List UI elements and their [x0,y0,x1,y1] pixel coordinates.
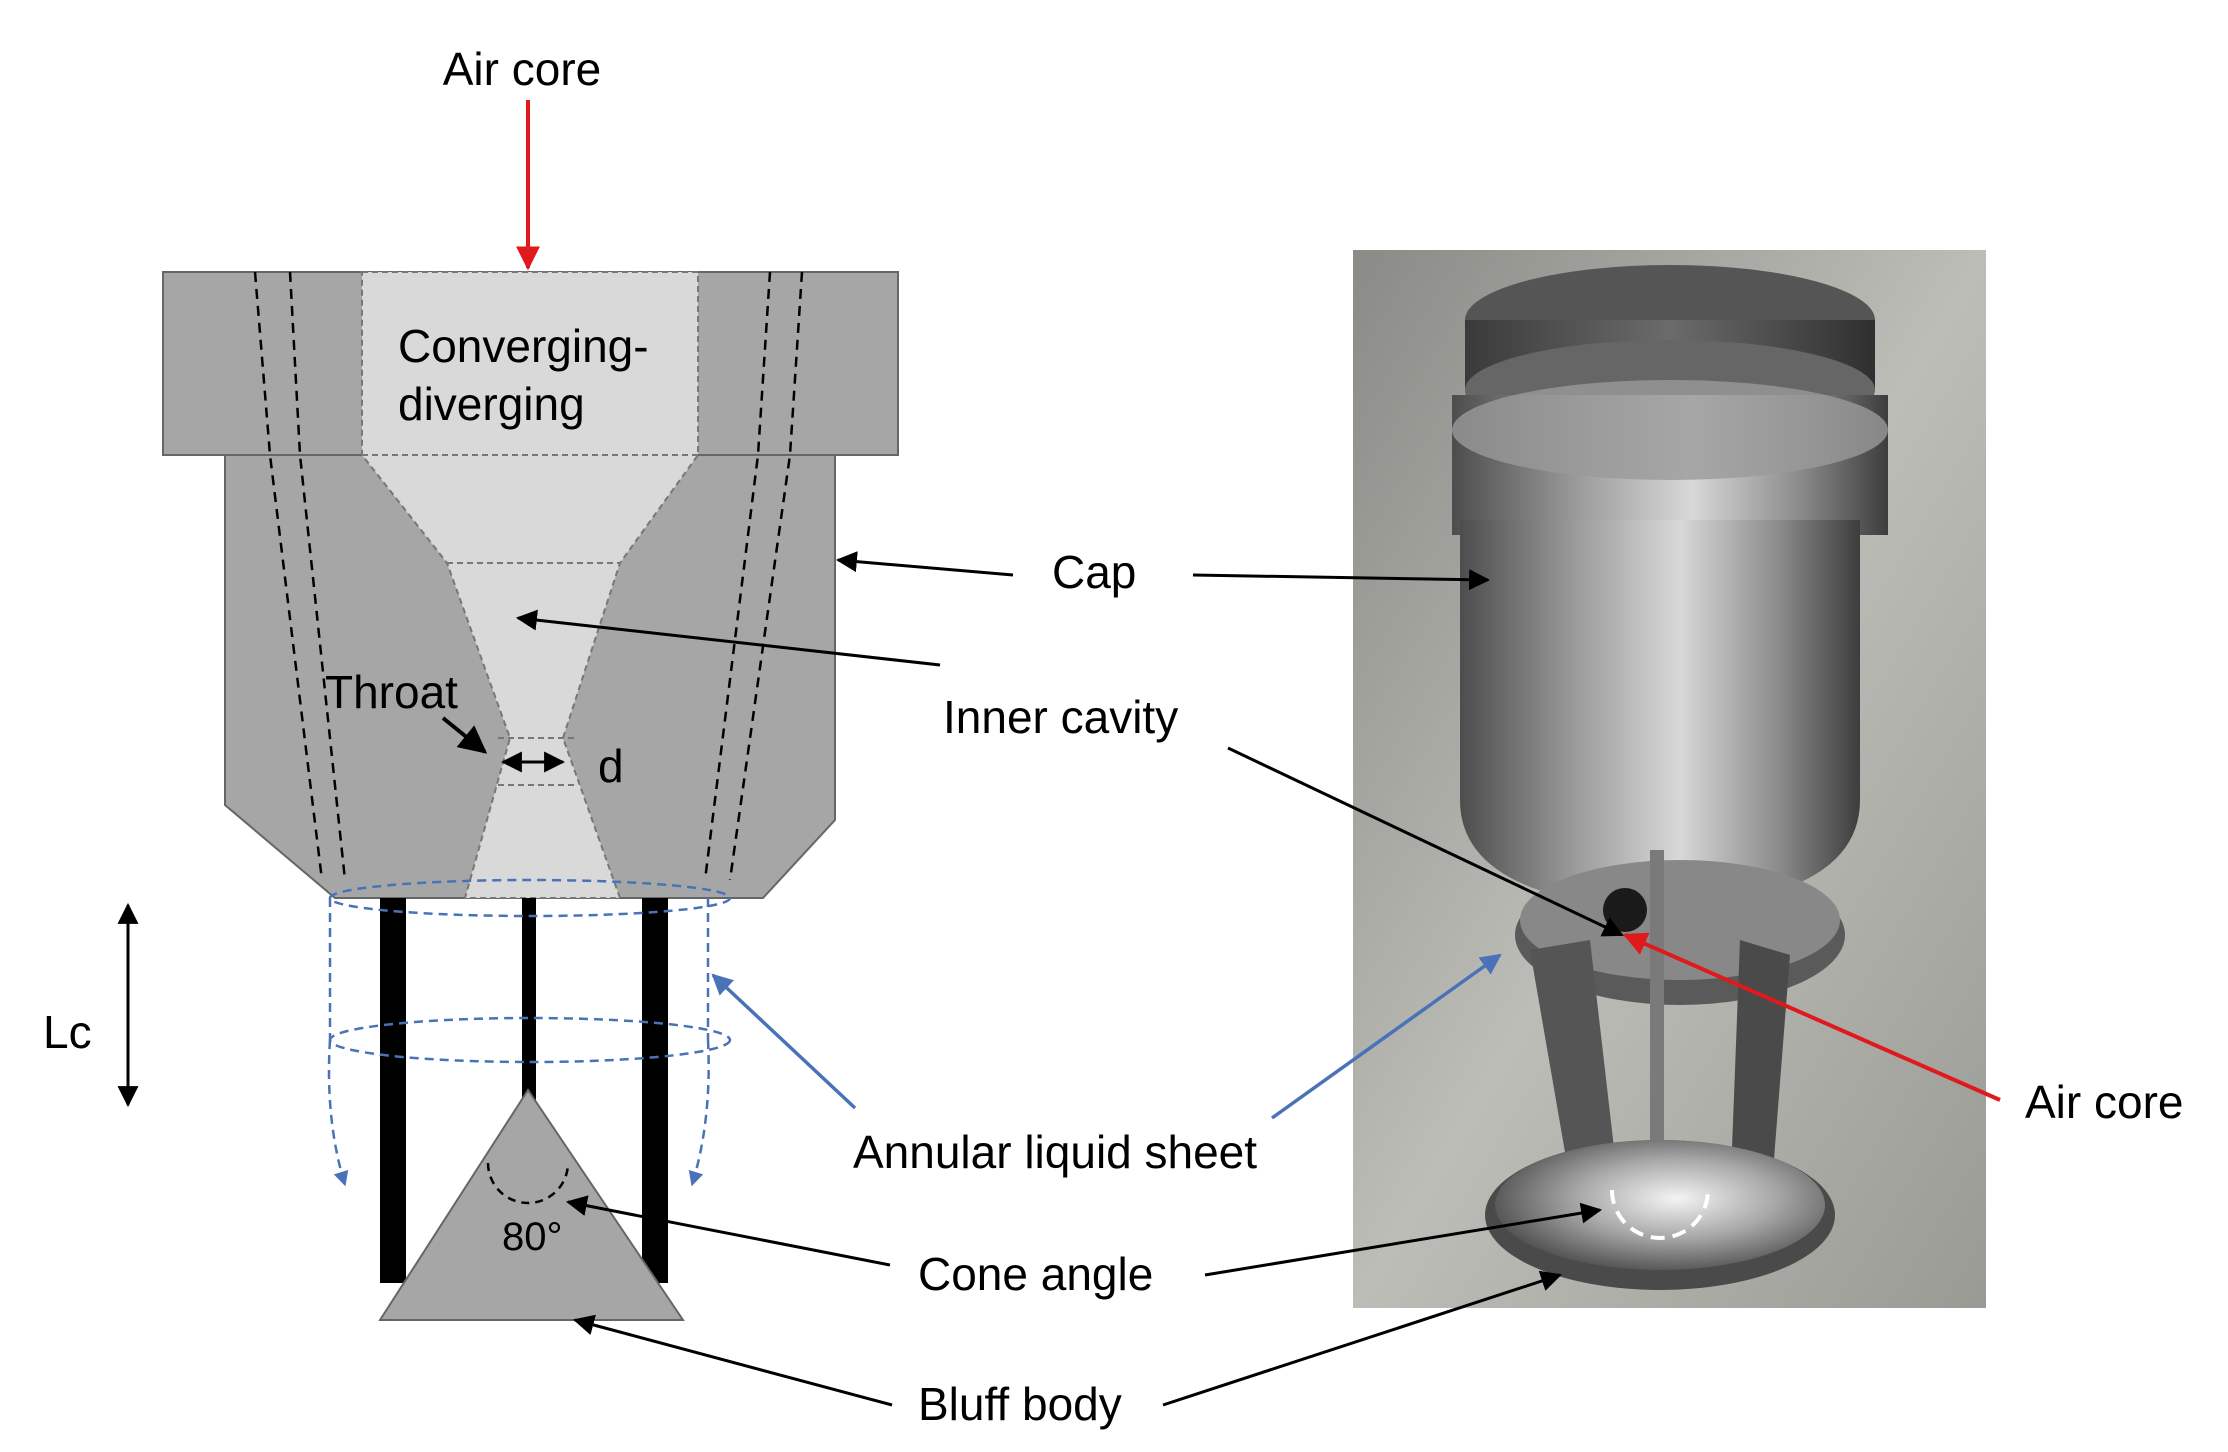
swirl-channels [253,271,804,881]
cone-angle-arc [486,1162,570,1205]
cone-angle-photo-arrow [1204,1202,1603,1277]
bluff-body-schematic-arrow [572,1314,893,1407]
label-air-core-photo: Air core [2025,1076,2183,1128]
throat-pointer [441,716,488,754]
label-bluff-body: Bluff body [918,1378,1122,1430]
support-rod-center [522,898,536,1103]
label-d: d [598,740,624,792]
label-converging-line2: diverging [398,378,585,430]
support-rod-right [642,898,668,1283]
liquid-sheet-schematic-arrow [711,973,857,1110]
inner-cavity-photo-arrow [1227,746,1624,937]
label-angle: 80° [502,1215,563,1259]
label-air-core-top: Air core [443,43,601,95]
cap-schematic-arrow [835,551,1014,577]
nozzle-photo [1162,250,2001,1407]
inner-cavity-schematic-arrow [515,609,941,667]
inner-cavity-shape [361,271,699,899]
annular-liquid-sheet-shape [327,878,732,1187]
bluff-body-cone [378,1088,685,1321]
label-converging-line1: Converging- [398,320,649,372]
nozzle-schematic [117,100,899,1321]
label-cone-angle: Cone angle [918,1248,1153,1300]
liquid-sheet-photo-arrow [1270,953,1502,1120]
support-rod-left [380,898,406,1283]
label-inner-cavity: Inner cavity [943,691,1178,743]
label-cap: Cap [1052,546,1136,598]
label-annular-liquid-sheet: Annular liquid sheet [853,1126,1257,1178]
bluff-body-photo-arrow [1162,1270,1562,1407]
label-lc: Lc [43,1006,92,1058]
cone-angle-schematic-arrow [565,1195,891,1267]
cap-photo-arrow [1192,569,1491,591]
label-throat: Throat [325,666,458,718]
air-core-photo-arrow [1622,932,2001,1102]
